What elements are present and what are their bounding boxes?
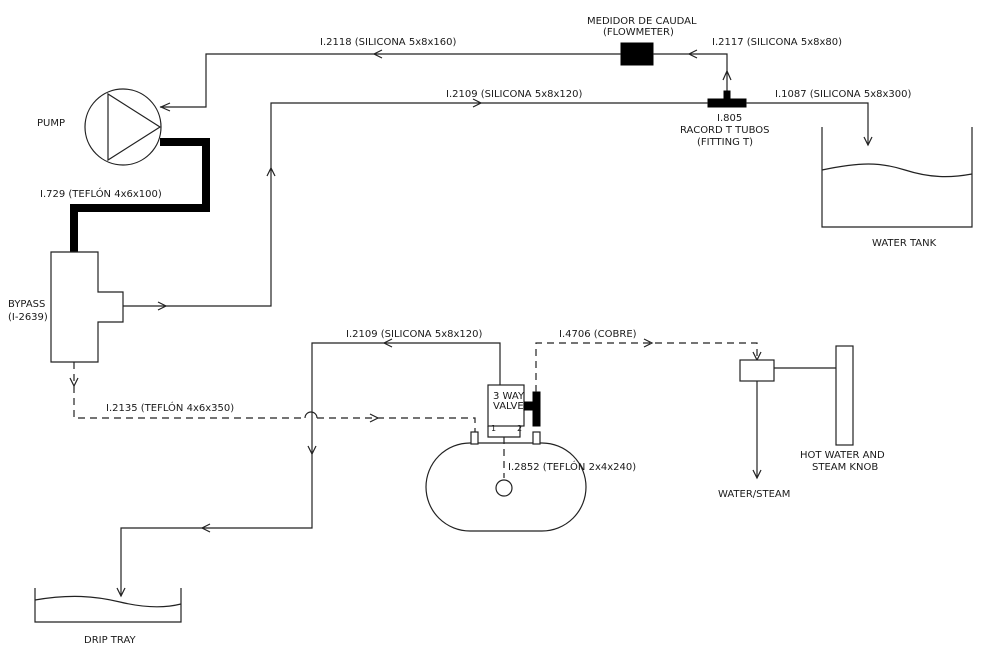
pipe-2118 (160, 53, 621, 108)
boiler-inlet-right (532, 431, 541, 445)
hot-water-label-2: STEAM KNOB (812, 462, 878, 473)
bypass-label-1: BYPASS (8, 299, 45, 310)
pipe-2109-bottom (120, 342, 501, 596)
boiler-port (495, 479, 513, 497)
valve-connector-stem (523, 401, 535, 411)
pipe-4706-label: I.4706 (COBRE) (559, 329, 637, 340)
pipe-729-label: I.729 (TEFLÓN 4x6x100) (40, 187, 162, 200)
pipe-2135 (73, 362, 305, 419)
pipe-1087-arrow (863, 136, 873, 147)
fitting-label-2: RACORD T TUBOS (680, 125, 770, 136)
pipe-2135-b (317, 417, 476, 432)
fitting-label-3: (FITTING T) (697, 137, 753, 148)
pipe-1087-label: I.1087 (SILICONA 5x8x300) (775, 89, 911, 100)
water-tank (821, 127, 973, 228)
pipe-4706 (535, 342, 758, 392)
drip-tray-surface (34, 595, 182, 608)
boiler-inlet-left (470, 431, 479, 445)
pump-inlet-arrow (159, 102, 171, 112)
pipe-2117-label: I.2117 (SILICONA 5x8x80) (712, 37, 842, 48)
pipe-2117-arrow-2 (687, 49, 698, 59)
pipe-2109-bottom-arrow-3 (116, 587, 126, 598)
hot-water-valve (739, 359, 775, 382)
pipe-2117-arrow (722, 69, 732, 81)
pipe-1087 (746, 102, 869, 145)
pipe-2109-top-arrow (266, 166, 276, 177)
water-tank-surface (821, 163, 973, 178)
pipe-2117 (653, 53, 728, 98)
bypass-out-arrow (157, 301, 168, 311)
water-steam-label: WATER/STEAM (718, 489, 790, 500)
pipe-2135-arrow (69, 377, 79, 388)
pump (84, 88, 162, 166)
drip-tray (34, 588, 182, 623)
valve-port-1: 1 (491, 424, 496, 433)
pipe-2109-bottom-arrow-2 (200, 523, 211, 533)
hot-water-knob (835, 345, 854, 446)
water-tank-label: WATER TANK (872, 238, 937, 249)
valve-label-2: VALVE (493, 401, 524, 412)
valve-label-1: 3 WAY (493, 391, 525, 402)
bypass (50, 251, 124, 363)
valve-port-2: 2 (517, 424, 522, 433)
pipe-2118-label: I.2118 (SILICONA 5x8x160) (320, 37, 456, 48)
pipe-2109-bottom-arrow (307, 445, 317, 456)
pipe-4706-arrow (643, 338, 654, 348)
pipe-2109-top-arrow-2 (472, 98, 483, 108)
pipe-2109-bottom-arrow-4 (382, 338, 393, 348)
fitting-t-stem (723, 90, 731, 101)
bypass-label-2: (I-2639) (8, 312, 48, 323)
pipe-2135-label: I.2135 (TEFLÓN 4x6x350) (106, 401, 234, 414)
flowmeter (620, 42, 654, 66)
flowmeter-label-1: MEDIDOR DE CAUDAL (587, 16, 697, 27)
fitting-label-1: I.805 (717, 113, 742, 124)
flowmeter-label-2: (FLOWMETER) (603, 27, 674, 38)
pipe-2118-arrow (372, 49, 383, 59)
pipe-729 (70, 138, 210, 252)
pipe-2109-top (123, 102, 708, 307)
drip-tray-label: DRIP TRAY (84, 635, 137, 646)
pipe-2135-crossing (304, 411, 318, 419)
hot-water-label-1: HOT WATER AND (800, 450, 885, 461)
three-way-valve (487, 384, 525, 427)
pipe-2109-bottom-label: I.2109 (SILICONA 5x8x120) (346, 329, 482, 340)
pipe-2135-arrow-2 (369, 413, 380, 423)
water-steam-arrow (752, 469, 762, 480)
pipe-2109-top-label: I.2109 (SILICONA 5x8x120) (446, 89, 582, 100)
pump-label: PUMP (37, 118, 65, 129)
pipe-2852-label: I.2852 (TEFLÓN 2x4x240) (508, 460, 636, 473)
